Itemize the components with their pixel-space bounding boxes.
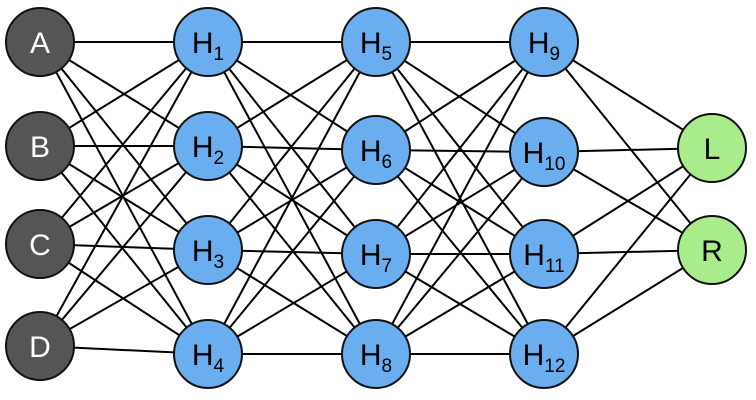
node-h8: H8 [341, 319, 411, 389]
node-circle-h1 [173, 7, 243, 77]
connection-edges [39, 41, 713, 355]
node-label-h8: H8 [360, 339, 392, 377]
node-circle-h11 [509, 219, 579, 289]
edge-d-h2 [39, 145, 209, 347]
node-circle-r [677, 215, 747, 285]
node-circle-h6 [341, 115, 411, 185]
node-h4: H4 [173, 319, 243, 389]
node-circle-h2 [173, 111, 243, 181]
node-h12: H12 [509, 319, 579, 389]
node-d: D [5, 311, 75, 381]
edge-h4-h5 [207, 41, 377, 355]
node-a: A [5, 7, 75, 77]
node-circle-b [5, 111, 75, 181]
node-circle-h4 [173, 319, 243, 389]
node-label-h12: H12 [523, 339, 566, 377]
node-label-h3: H3 [192, 235, 224, 273]
node-label-h1: H1 [192, 27, 224, 65]
node-circle-h10 [509, 117, 579, 187]
node-h9: H9 [509, 7, 579, 77]
node-circle-h7 [341, 219, 411, 289]
node-label-h7: H7 [360, 239, 392, 277]
node-c: C [5, 209, 75, 279]
node-label-h10: H10 [523, 137, 566, 175]
node-h1: H1 [173, 7, 243, 77]
edge-h8-h9 [375, 41, 545, 355]
node-r: R [677, 215, 747, 285]
node-circle-h9 [509, 7, 579, 77]
edge-h4-h6 [207, 149, 377, 355]
node-circle-h12 [509, 319, 579, 389]
node-label-c: C [29, 229, 51, 262]
node-label-h6: H6 [360, 135, 392, 173]
node-label-b: B [30, 131, 50, 164]
node-circle-a [5, 7, 75, 77]
node-label-l: L [704, 133, 721, 166]
node-label-r: R [701, 235, 723, 268]
node-label-a: A [30, 27, 50, 60]
node-h5: H5 [341, 7, 411, 77]
node-b: B [5, 111, 75, 181]
edge-d-h1 [39, 41, 209, 347]
node-h7: H7 [341, 219, 411, 289]
node-h6: H6 [341, 115, 411, 185]
node-h11: H11 [509, 219, 579, 289]
node-label-h2: H2 [192, 131, 224, 169]
node-circle-d [5, 311, 75, 381]
node-label-h5: H5 [360, 27, 392, 65]
edge-c-h1 [39, 41, 209, 245]
node-circle-c [5, 209, 75, 279]
edge-h7-h9 [375, 41, 545, 255]
node-circle-l [677, 113, 747, 183]
edge-b-h4 [39, 145, 209, 355]
node-label-h4: H4 [192, 339, 225, 377]
node-label-d: D [29, 331, 51, 364]
node-circle-h8 [341, 319, 411, 389]
node-label-h9: H9 [528, 27, 560, 65]
node-circle-h3 [173, 215, 243, 285]
edge-h9-r [543, 41, 713, 251]
node-h2: H2 [173, 111, 243, 181]
edge-h3-h5 [207, 41, 377, 251]
node-h10: H10 [509, 117, 579, 187]
edge-h8-h10 [375, 151, 545, 355]
node-h3: H3 [173, 215, 243, 285]
edge-h2-h8 [207, 145, 377, 355]
node-label-h11: H11 [523, 239, 564, 277]
edge-h12-l [543, 147, 713, 355]
node-l: L [677, 113, 747, 183]
node-circle-h5 [341, 7, 411, 77]
